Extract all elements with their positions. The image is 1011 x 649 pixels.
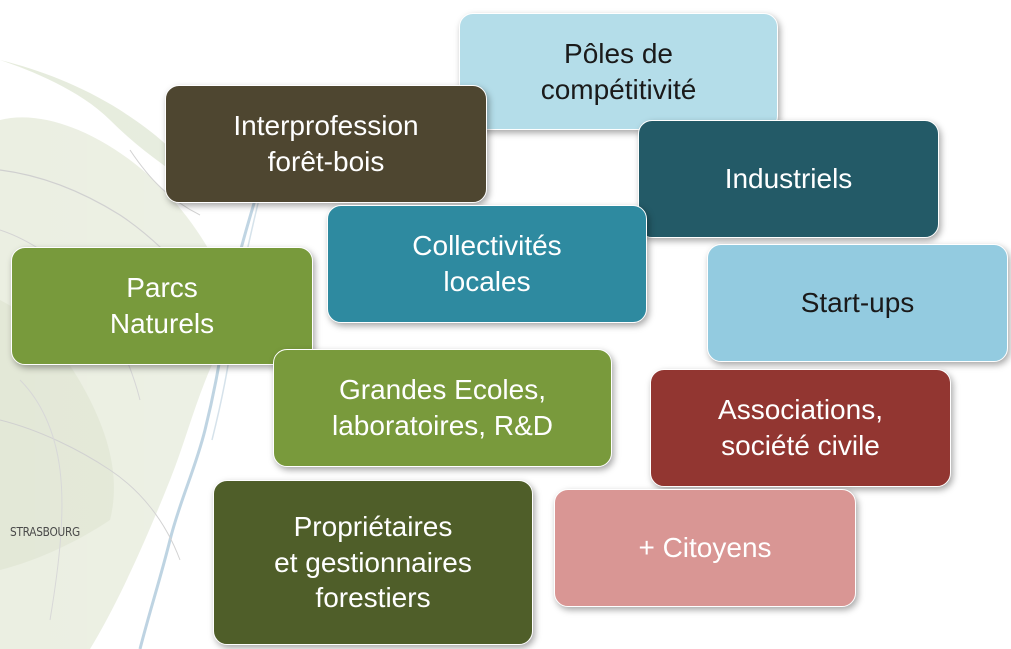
box-label: Collectivités locales bbox=[412, 230, 562, 297]
box-label: Grandes Ecoles, laboratoires, R&D bbox=[332, 374, 553, 441]
map-city-label: STRASBOURG bbox=[10, 525, 80, 539]
box-label: Parcs Naturels bbox=[109, 272, 215, 339]
box-start-ups: Start-ups bbox=[707, 244, 1008, 362]
box-label: Interprofession forêt-bois bbox=[233, 110, 419, 177]
box-label: Associations, société civile bbox=[718, 394, 883, 461]
box-label: Pôles de compétitivité bbox=[540, 37, 697, 105]
box-industriels: Industriels bbox=[638, 120, 939, 238]
box-associations: Associations, société civile bbox=[650, 369, 951, 487]
box-label: Start-ups bbox=[800, 287, 915, 319]
box-citoyens: + Citoyens bbox=[554, 489, 856, 607]
box-grandes-ecoles: Grandes Ecoles, laboratoires, R&D bbox=[273, 349, 612, 467]
box-collectivites-locales: Collectivités locales bbox=[327, 205, 647, 323]
box-label: Propriétaires et gestionnaires forestier… bbox=[274, 510, 472, 614]
box-parcs-naturels: Parcs Naturels bbox=[11, 247, 313, 365]
box-label: Industriels bbox=[724, 163, 853, 195]
box-poles-competitivite: Pôles de compétitivité bbox=[459, 13, 778, 130]
box-proprietaires: Propriétaires et gestionnaires forestier… bbox=[213, 480, 533, 645]
box-interprofession-foret-bois: Interprofession forêt-bois bbox=[165, 85, 487, 203]
box-label: + Citoyens bbox=[638, 532, 772, 564]
